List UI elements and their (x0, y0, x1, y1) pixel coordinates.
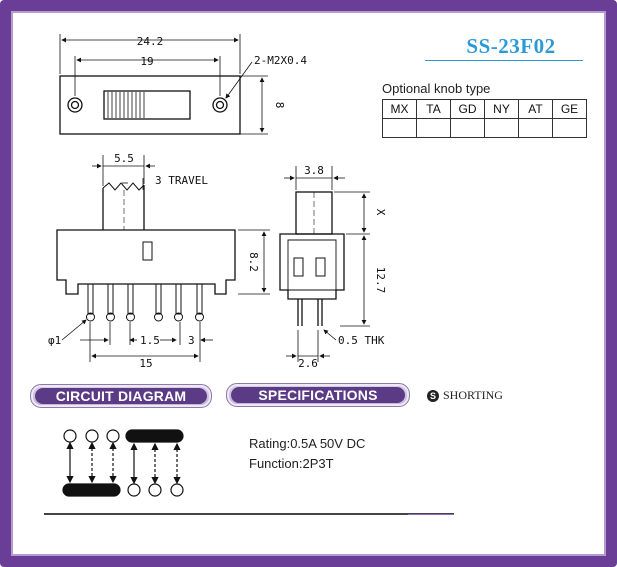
contact-bottom-1 (127, 483, 141, 497)
dim-pin-diameter: φ1 (48, 334, 61, 347)
knob-type-cell: AT (518, 99, 553, 119)
knob-type-cell: GD (450, 99, 485, 119)
dim-body-height: 8.2 (247, 252, 260, 272)
dim-side-height: 12.7 (374, 267, 387, 294)
knob-type-table: MX TA GD NY AT GE (382, 99, 587, 138)
knob-empty-cell (382, 118, 417, 138)
dim-travel: 3 TRAVEL (155, 174, 208, 187)
knob-ribs (107, 92, 145, 118)
knob-empty-row (382, 118, 587, 138)
spec-rating: Rating:0.5A 50V DC (249, 436, 366, 451)
title-underline (425, 60, 583, 61)
spec-function: Function:2P3T (249, 456, 334, 471)
side-view (279, 166, 370, 362)
bottom-divider-accent (408, 514, 454, 515)
dim-side-knob-width: 3.8 (304, 164, 324, 177)
knob-type-cell: NY (484, 99, 519, 119)
dim-mount-spacing: 19 (140, 55, 153, 68)
slider-slot (103, 90, 191, 120)
dim-pin-span: 15 (139, 357, 152, 370)
dim-side-width: 2.6 (298, 357, 318, 370)
contact-top-2 (85, 429, 99, 443)
dim-mount-holes: 2-M2X0.4 (254, 54, 307, 67)
mount-plate (59, 75, 241, 135)
dim-row-offset: 3 (188, 334, 195, 347)
front-view (56, 155, 270, 362)
dim-pin-pitch: 1.5 (140, 334, 160, 347)
circuit-diagram-heading: CIRCUIT DIAGRAM (30, 384, 212, 408)
dim-overall-length: 24.2 (137, 35, 164, 48)
switch-body (56, 229, 236, 295)
shorting-note: S SHORTING (427, 388, 503, 403)
knob-type-caption: Optional knob type (382, 81, 491, 96)
contact-bottom-2 (148, 483, 162, 497)
specifications-heading: SPECIFICATIONS (226, 383, 410, 407)
knob-type-row: MX TA GD NY AT GE (382, 99, 587, 119)
part-number-title: SS-23F02 (466, 34, 556, 58)
knob-empty-cell (484, 118, 519, 138)
mount-hole-right (212, 97, 228, 113)
knob-break-line (102, 182, 145, 191)
side-body (279, 233, 345, 300)
knob-type-cell: TA (416, 99, 451, 119)
terminal-pins (86, 283, 204, 322)
shorting-bar-bottom (62, 483, 121, 497)
shorting-bar-top (125, 429, 184, 443)
dim-terminal-thickness: 0.5 THK (338, 334, 385, 347)
shorting-icon: S (427, 389, 439, 402)
specifications-label: SPECIFICATIONS (231, 387, 405, 403)
knob-type-cell: MX (382, 99, 417, 119)
contact-top-1 (63, 429, 77, 443)
detent-mark (142, 241, 153, 261)
knob-empty-cell (416, 118, 451, 138)
circuit-diagram-label: CIRCUIT DIAGRAM (35, 388, 207, 404)
circuit-diagram (62, 429, 184, 497)
contact-bottom-3 (170, 483, 184, 497)
knob-empty-cell (450, 118, 485, 138)
knob-empty-cell (552, 118, 587, 138)
contact-top-3 (106, 429, 120, 443)
shorting-label: SHORTING (443, 388, 503, 402)
bottom-divider (44, 513, 454, 515)
dim-knob-width: 5.5 (114, 152, 134, 165)
knob-type-cell: GE (552, 99, 587, 119)
dim-plate-height: 8 (273, 102, 286, 109)
dim-knob-height: X (374, 209, 387, 216)
mount-hole-left (67, 97, 83, 113)
knob-empty-cell (518, 118, 553, 138)
top-view (59, 34, 268, 135)
